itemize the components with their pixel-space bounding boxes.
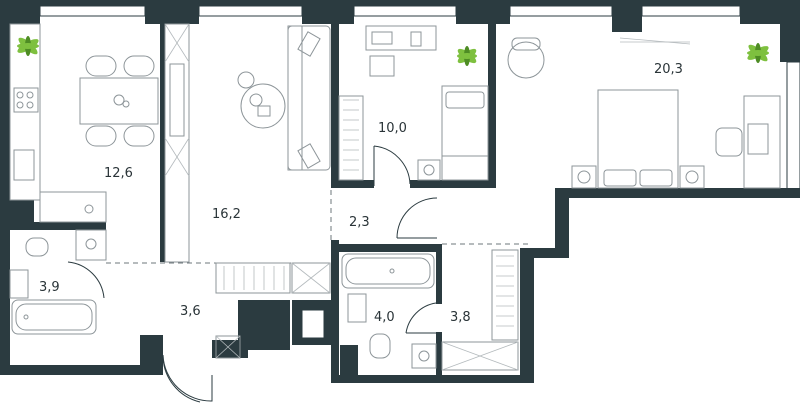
area-label-hall: 3,6 [180,304,201,319]
small-bedroom-furniture [338,25,489,181]
area-label-bathroom-left: 3,9 [39,280,60,295]
plant-icon [457,46,477,66]
master-bedroom-furniture [507,37,781,189]
zone-boundaries [106,190,530,264]
room-labels: 12,6 16,2 10,0 20,3 2,3 3,9 3,6 4,0 3,8 [39,62,683,325]
area-label-living: 16,2 [212,207,241,222]
area-label-bedroom-small: 10,0 [378,121,407,136]
bathroom-left-fixtures [9,229,107,335]
bathroom-right-fixtures [341,253,437,369]
hall-fixtures [215,262,331,359]
area-label-wardrobe: 3,8 [450,310,471,325]
area-label-corridor: 2,3 [349,215,370,230]
area-label-kitchen: 12,6 [104,166,133,181]
area-label-bedroom-master: 20,3 [654,62,683,77]
kitchen-furniture [9,23,159,223]
plant-icon [747,43,769,63]
walls [0,0,800,383]
wardrobe-fixtures [441,249,519,371]
doors [67,145,438,403]
living-furniture [164,23,331,263]
plant-icon [17,36,39,56]
area-label-bathroom-right: 4,0 [374,310,395,325]
